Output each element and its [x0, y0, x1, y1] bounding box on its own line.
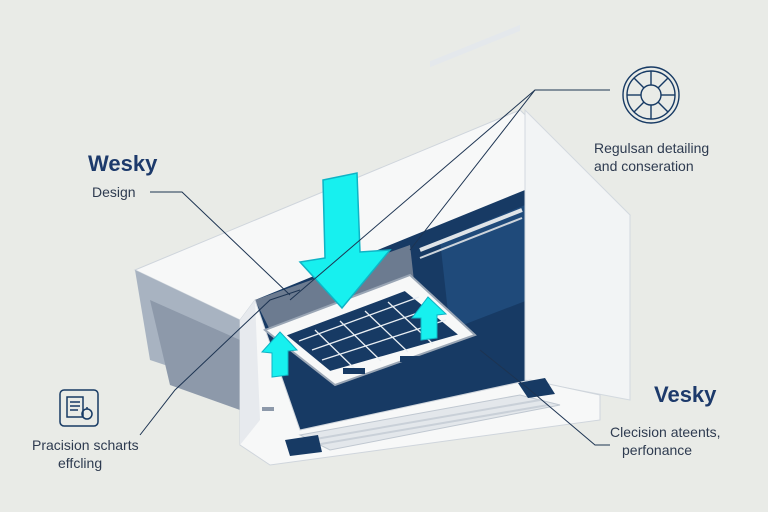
airflow-up-arrow-right — [410, 296, 448, 341]
top-right-caption-line2: and conseration — [594, 157, 694, 174]
unit-cavity-inner — [440, 205, 528, 330]
brand-label-left: Wesky — [88, 151, 158, 176]
tray-slot — [343, 368, 365, 374]
bottom-left-caption-line1: Pracision scharts — [32, 437, 139, 453]
airflow-down-arrow — [298, 172, 392, 310]
top-right-caption: Regulsan detailing and conseration — [594, 140, 709, 175]
airflow-up-arrow-left — [260, 331, 299, 378]
brand-label-right: Vesky — [654, 382, 717, 407]
top-right-caption-line1: Regulsan detailing — [594, 140, 710, 156]
design-label: Design — [92, 184, 136, 200]
grille-slot — [285, 435, 322, 456]
unit-right-wall — [524, 108, 631, 401]
bottom-left-caption-line2: effcling — [58, 454, 103, 471]
vent-line — [419, 208, 523, 252]
unit-left-panel — [240, 300, 260, 445]
ventilation-fan-icon — [622, 66, 680, 124]
filter-grid-lines — [298, 296, 447, 370]
filter-grid — [283, 288, 463, 374]
bottom-right-caption-line2: perfonance — [622, 441, 693, 458]
bottom-left-caption: Pracision scharts effcling — [32, 437, 139, 472]
unit-left-step — [150, 300, 240, 410]
tray-slot — [400, 356, 422, 362]
vent-slot — [430, 24, 520, 68]
vent-line — [419, 217, 523, 259]
document-settings-icon — [59, 389, 99, 427]
grille-slot — [518, 378, 555, 398]
status-indicator — [262, 407, 274, 411]
bottom-right-caption-line1: Clecision ateents, — [610, 424, 721, 440]
bottom-right-caption: Clecision ateents, perfonance — [610, 424, 721, 459]
grille-line — [314, 404, 549, 446]
leader-lines — [139, 89, 610, 446]
grille-line — [309, 399, 541, 441]
